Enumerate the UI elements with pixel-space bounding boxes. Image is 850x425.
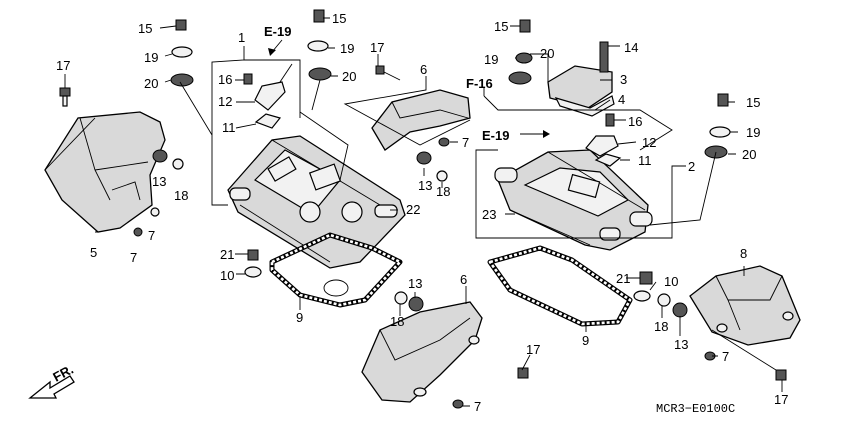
callout-7c: 7: [474, 399, 481, 414]
callout-13b: 13: [418, 178, 432, 193]
callout-23: 23: [482, 207, 496, 222]
left-side-cover: [44, 111, 166, 233]
washer-stack-c: [508, 19, 533, 85]
callout-14: 14: [624, 40, 638, 55]
callout-9a: 9: [296, 310, 303, 325]
callout-12a: 12: [218, 94, 232, 109]
callout-2: 2: [688, 159, 695, 174]
callout-15c: 15: [494, 19, 508, 34]
callout-16b: 16: [628, 114, 642, 129]
small-parts-mid: [133, 65, 450, 237]
figure-code: MCR3−E0100C: [656, 402, 735, 416]
callout-8: 8: [740, 246, 747, 261]
small-parts-lower-mid: [394, 291, 529, 409]
front-arrow-icon: [28, 375, 75, 399]
lower-middle-cover: [361, 301, 483, 403]
washer-stack-d: [704, 93, 731, 159]
callout-15d: 15: [746, 95, 760, 110]
left-gasket: [269, 232, 403, 308]
callout-13d: 13: [674, 337, 688, 352]
callout-11a: 11: [222, 120, 236, 135]
callout-15b: 15: [332, 11, 346, 26]
callout-13a: 13: [152, 174, 166, 189]
callout-1: 1: [238, 30, 245, 45]
breather-cover-right: [547, 41, 615, 117]
right-head-cover: [494, 149, 653, 251]
callout-13c: 13: [408, 276, 422, 291]
callout-6b: 6: [460, 272, 467, 287]
right-side-cover: [689, 265, 801, 346]
callout-10b: 10: [664, 274, 678, 289]
callout-22: 22: [406, 202, 420, 217]
plug-and-washer-left: [244, 249, 262, 278]
callout-4: 4: [618, 92, 625, 107]
callout-18b: 18: [436, 184, 450, 199]
callout-15a: 15: [138, 21, 152, 36]
small-parts-right: [704, 351, 787, 381]
callout-21a: 21: [220, 247, 234, 262]
callout-20c: 20: [540, 46, 554, 61]
callout-7a: 7: [148, 228, 155, 243]
callout-18c: 18: [390, 314, 404, 329]
callout-20d: 20: [742, 147, 756, 162]
right-gasket: [487, 245, 633, 327]
callout-21b: 21: [616, 271, 630, 286]
callout-labels: 15 19 20 17 5 13 18 7 7 1 16 12 11 15 19…: [56, 11, 788, 414]
callout-20b: 20: [342, 69, 356, 84]
callout-20a: 20: [144, 76, 158, 91]
callout-5: 5: [90, 245, 97, 260]
callout-18a: 18: [174, 188, 188, 203]
callout-9b: 9: [582, 333, 589, 348]
breather-assembly-left: [243, 63, 293, 129]
callout-17c: 17: [526, 342, 540, 357]
plug-and-washer-right: [633, 271, 688, 318]
callout-3: 3: [620, 72, 627, 87]
breather-assembly-right: [585, 113, 622, 167]
washer-stack-a: [170, 19, 194, 87]
leader-lines: [44, 17, 783, 407]
callout-10a: 10: [220, 268, 234, 283]
left-head-cover: [227, 135, 406, 269]
callout-7b: 7: [462, 135, 469, 150]
ref-e19-top: E-19: [264, 24, 291, 39]
ref-e19-mid: E-19: [482, 128, 509, 143]
ref-f16: F-16: [466, 76, 493, 91]
callout-16a: 16: [218, 72, 232, 87]
callout-19d: 19: [746, 125, 760, 140]
callout-17d: 17: [774, 392, 788, 407]
callout-17b: 17: [370, 40, 384, 55]
callout-7d: 7: [722, 349, 729, 364]
callout-17a: 17: [56, 58, 70, 73]
bolt-17-left: [59, 87, 71, 107]
callout-12b: 12: [642, 135, 656, 150]
callout-19a: 19: [144, 50, 158, 65]
reference-arrows: [268, 39, 550, 138]
washer-stack-b: [307, 9, 332, 81]
callout-19b: 19: [340, 41, 354, 56]
callout-19c: 19: [484, 52, 498, 67]
upper-middle-cover: [371, 89, 471, 151]
callout-11b: 11: [638, 153, 652, 168]
callout-6a: 6: [420, 62, 427, 77]
callout-18d: 18: [654, 319, 668, 334]
callout-7-left-lower: 7: [130, 250, 137, 265]
